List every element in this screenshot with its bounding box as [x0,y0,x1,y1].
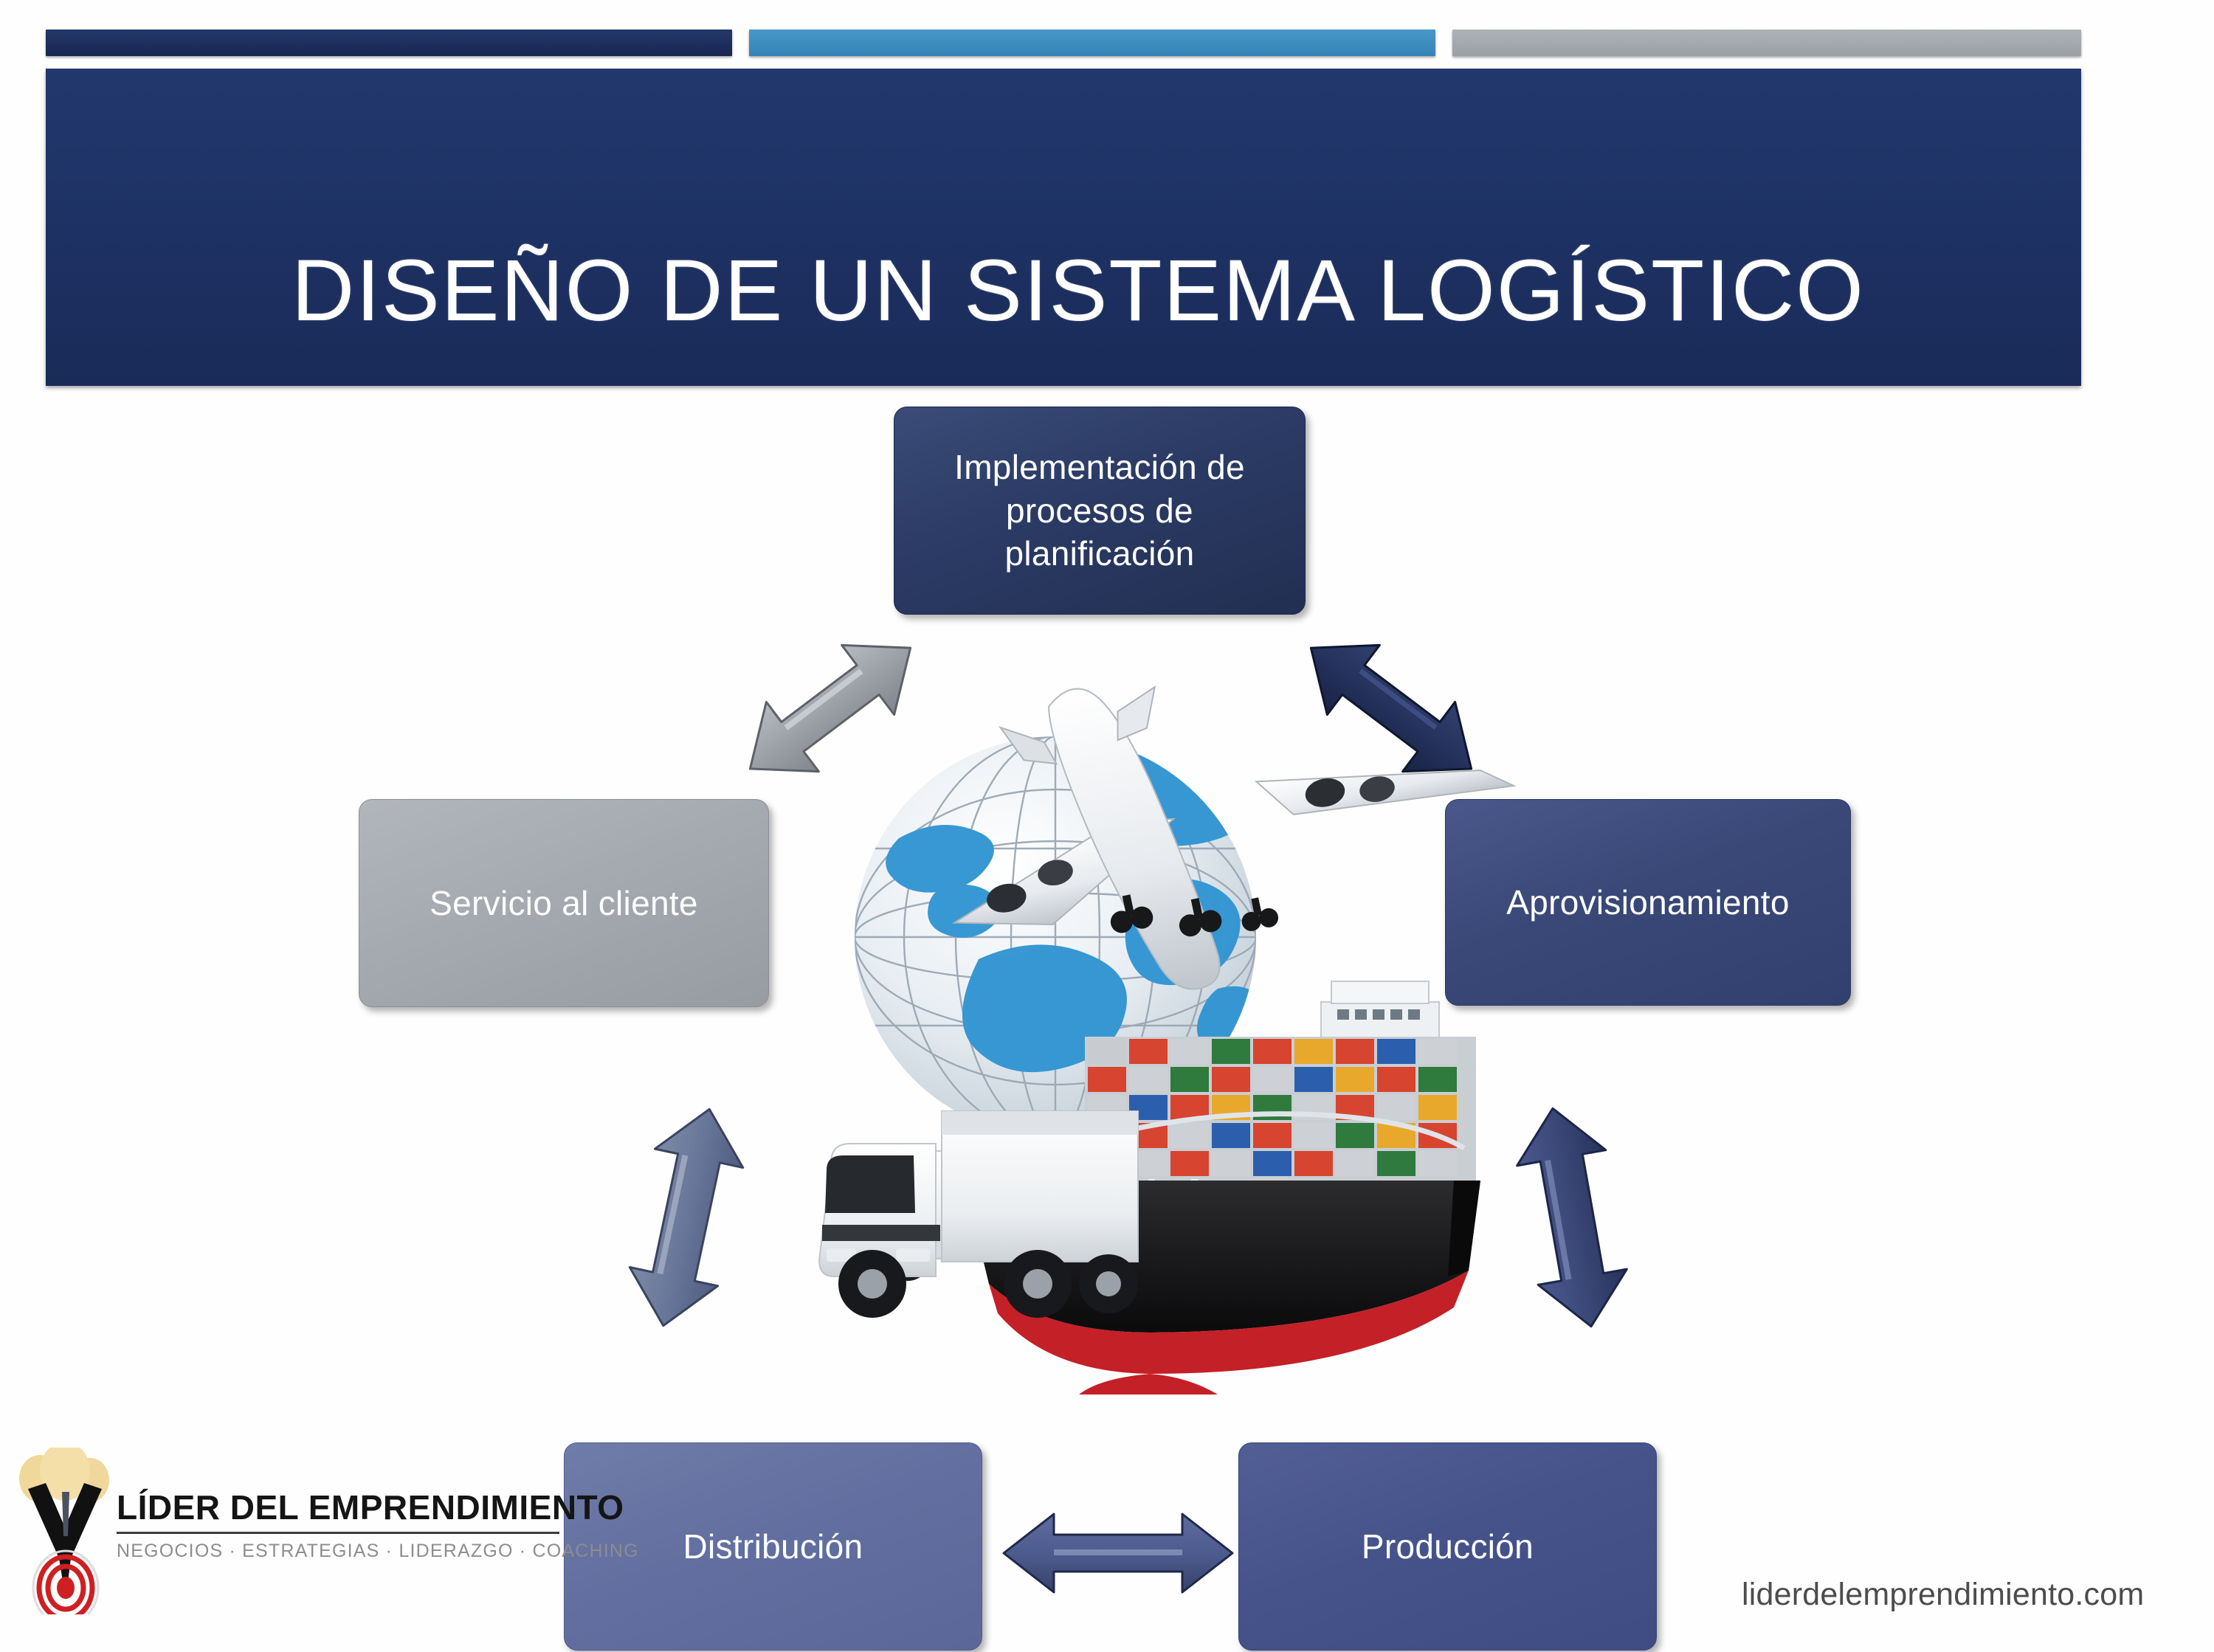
box-implementacion-procesos-planificacion[interactable]: Implementación de procesos de planificac… [894,407,1306,615]
accent-segment-gray [1452,30,2081,56]
airplane-graphic [951,685,1517,990]
page-title: DISEÑO DE UN SISTEMA LOGÍSTICO [292,242,1865,339]
box-label: Aprovisionamiento [1506,882,1790,922]
title-banner: DISEÑO DE UN SISTEMA LOGÍSTICO [46,69,2081,386]
brand-tagline: NEGOCIOS · ESTRATEGIAS · LIDERAZGO · COA… [117,1541,639,1561]
box-produccion[interactable]: Producción [1238,1442,1657,1651]
arrow-distribucion-servicio [601,1099,771,1335]
arrow-produccion-aprovisionamiento [1487,1099,1657,1335]
arrow-distribucion-produccion [996,1505,1240,1601]
global-logistics-illustration [804,664,1550,1394]
box-aprovisionamiento[interactable]: Aprovisionamiento [1445,799,1851,1006]
brand-name: LÍDER DEL EMPRENDIMIENTO [117,1488,624,1527]
site-url: liderdelemprendimiento.com [1742,1577,2145,1612]
arrow-implementacion-aprovisionamiento [1280,623,1502,793]
accent-segment-navy [46,30,732,56]
box-label: Distribución [683,1527,863,1566]
brand-divider [117,1532,559,1534]
arrow-servicio-implementacion [720,623,941,793]
top-accent-bar [46,30,2081,56]
box-servicio-al-cliente[interactable]: Servicio al cliente [359,799,769,1007]
cargo-truck-graphic [818,1110,1139,1318]
box-label: Producción [1361,1527,1534,1566]
box-label: Servicio al cliente [430,883,698,922]
dart-target-logo-icon [7,1442,125,1626]
brand-logo: LÍDER DEL EMPRENDIMIENTO NEGOCIOS · ESTR… [7,1442,639,1626]
accent-segment-blue [749,30,1435,56]
brand-text-block: LÍDER DEL EMPRENDIMIENTO NEGOCIOS · ESTR… [117,1488,639,1562]
box-label: Implementación de procesos de planificac… [954,447,1245,573]
cargo-containers [1085,1037,1476,1192]
box-distribucion[interactable]: Distribución [564,1442,982,1651]
